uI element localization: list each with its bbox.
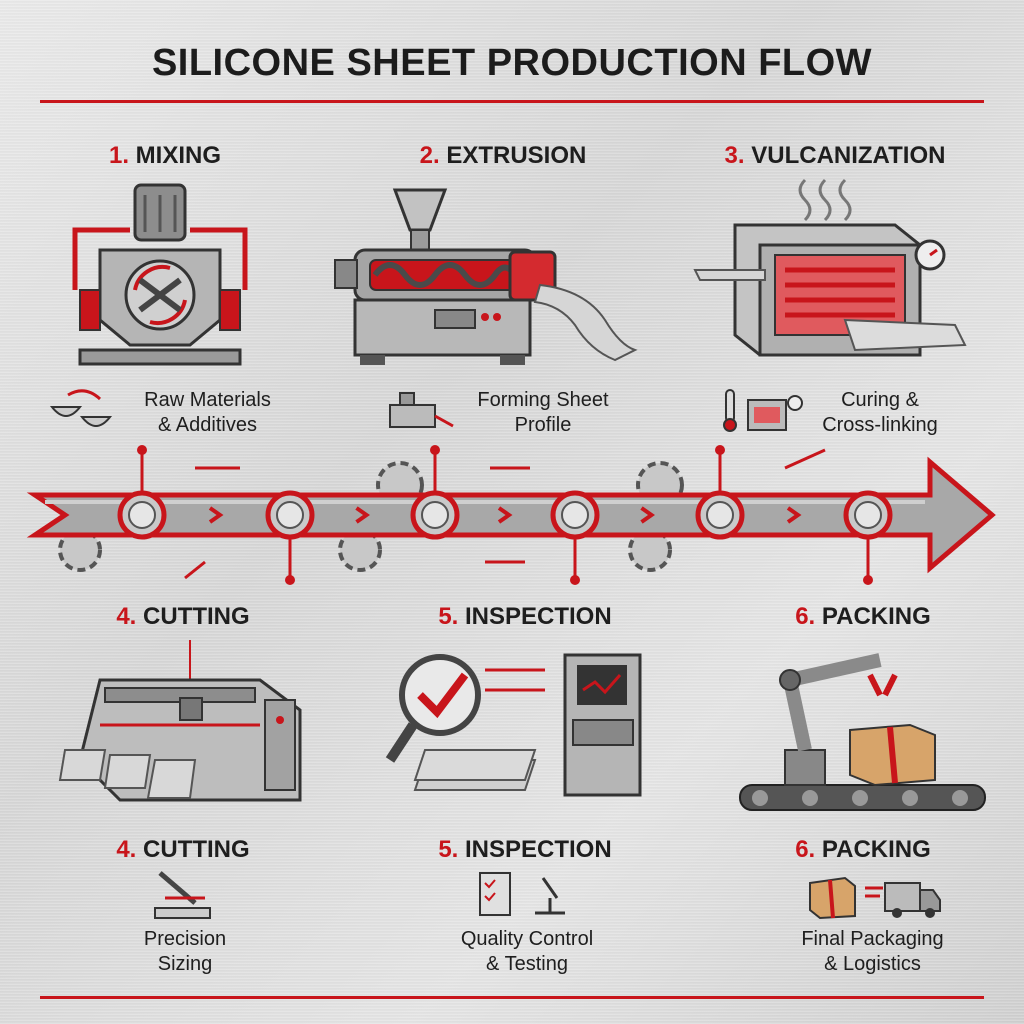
flow-node-center-4 [561, 501, 589, 529]
flow-chevron-icon [208, 506, 224, 524]
flow-connector-dot-2 [285, 575, 295, 585]
mixer-machine-icon [72, 183, 248, 366]
step-1-caption: Raw Materials& Additives [144, 389, 271, 436]
bottom-divider [40, 996, 984, 999]
knife-cutter-icon [154, 871, 211, 919]
flow-node-center-6 [854, 501, 882, 529]
flow-chevron-icon [497, 506, 513, 524]
step-1-heading: 1. MIXING [108, 142, 222, 169]
flow-connector-dot-1 [137, 445, 147, 455]
step-5-heading-repeat: 5. INSPECTION [438, 836, 612, 863]
step-6-caption: Final Packaging& Logistics [801, 928, 944, 975]
direction-arrow-icon [184, 560, 206, 580]
process-flow-arrow [26, 445, 996, 585]
flow-node-center-3 [421, 501, 449, 529]
step-4-heading: 4. CUTTING [116, 603, 250, 630]
flow-chevron-icon [640, 506, 655, 524]
bowls-icon [49, 389, 113, 427]
step-5-heading: 5. INSPECTION [438, 603, 612, 630]
gear-icon [58, 461, 684, 572]
step-4-heading-repeat: 4. CUTTING [116, 836, 250, 863]
flow-connector-dot-4 [570, 575, 580, 585]
flow-node-center-5 [706, 501, 734, 529]
step-6-heading: 6. PACKING [795, 603, 931, 630]
flow-connector-dot-6 [863, 575, 873, 585]
flow-node-center-1 [128, 501, 156, 529]
cutting-machine-icon [58, 640, 302, 802]
flow-node-center-2 [276, 501, 304, 529]
step-3-caption: Curing &Cross-linking [822, 389, 938, 436]
step-5-caption: Quality Control& Testing [460, 928, 594, 975]
robot-arm-packing-icon [739, 653, 986, 811]
step-6-heading-repeat: 6. PACKING [795, 836, 931, 863]
curing-oven-icon [693, 178, 967, 357]
flow-connector-dot-5 [715, 445, 725, 455]
flow-chevron-icon [355, 506, 370, 524]
inspection-station-icon [385, 653, 642, 797]
flow-connector-dot-3 [430, 445, 440, 455]
direction-arrow-icon [784, 448, 826, 470]
page-title: SILICONE SHEET PRODUCTION FLOW [151, 42, 873, 84]
step-3-heading: 3. VULCANIZATION [724, 142, 946, 169]
flow-chevron-icon [786, 506, 802, 524]
thermometer-oven-icon [723, 389, 803, 432]
checklist-microscope-icon [479, 872, 565, 916]
mini-extruder-icon [389, 392, 454, 428]
top-divider [40, 100, 984, 103]
box-truck-icon [809, 876, 941, 920]
step-2-heading: 2. EXTRUSION [419, 142, 587, 169]
extruder-machine-icon [334, 188, 638, 365]
